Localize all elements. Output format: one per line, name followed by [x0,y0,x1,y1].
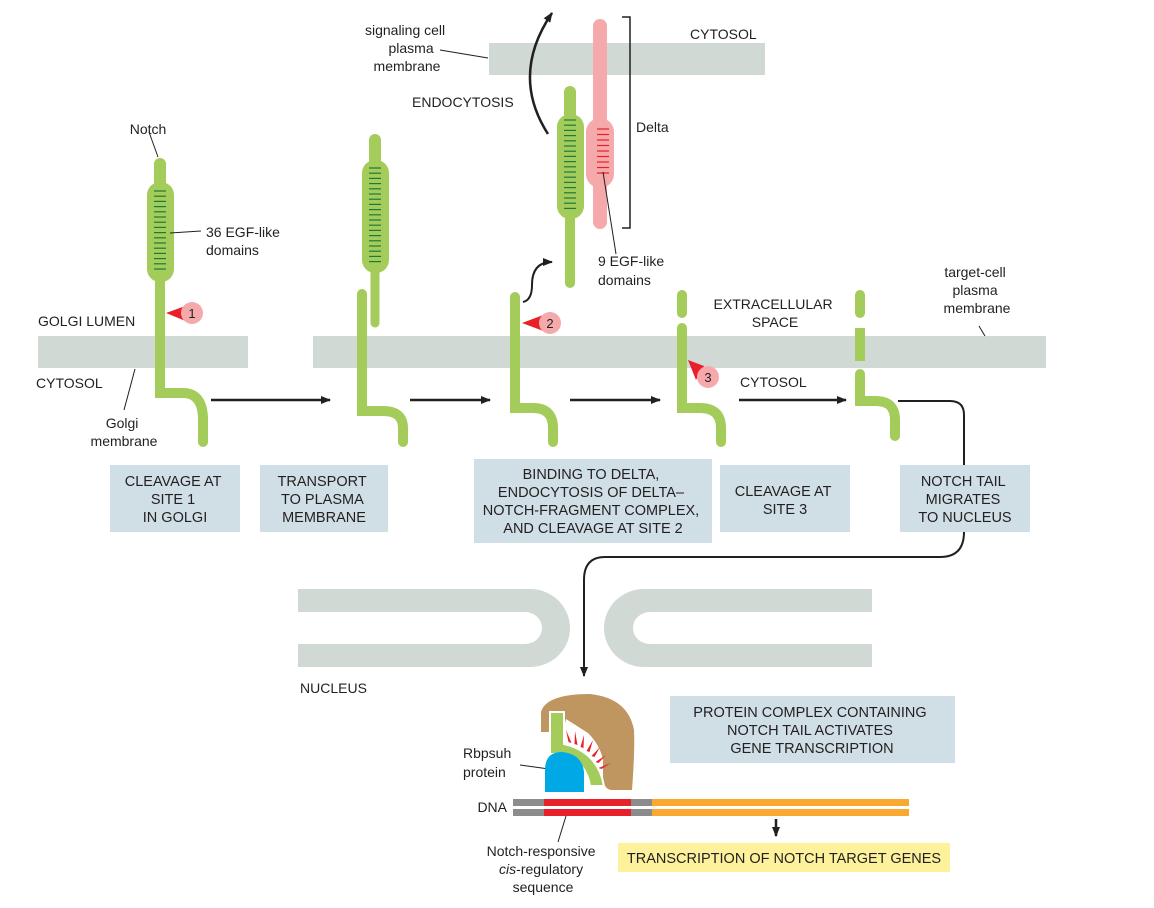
egf-domain-stripes [564,119,576,209]
cleavage-site-2-marker: 2 [522,312,561,334]
cleavage-site-3-number: 3 [704,370,711,385]
nuclear-envelope-left [298,589,570,667]
label-cytosol-top: CYTOSOL [690,26,757,42]
step5-text: NOTCH TAIL MIGRATES TO NUCLEUS [918,474,1011,526]
dna-strand [513,799,909,816]
label-delta: Delta [636,119,669,135]
leader-signaling-membrane [439,49,489,59]
label-rbpsuh: Rbpsuh protein [463,745,515,780]
label-notch: Notch [130,121,167,137]
leader-notch [148,131,159,158]
notch-fragment-site3 [677,290,726,447]
cleavage-site-3-marker: 3 [688,360,719,388]
arrow-release-fragment [522,258,553,303]
activation-spike [586,740,593,752]
leader-target-membrane [978,325,986,337]
cleavage-site-1-number: 1 [188,306,195,321]
activation-spike [574,731,578,745]
step2-box [260,465,388,532]
notch-tail-released [855,290,900,441]
delta-protein [586,19,614,229]
step5-box [900,465,1030,532]
label-endocytosis: ENDOCYTOSIS [412,94,514,110]
cleavage-site-1-marker: 1 [166,302,203,324]
delta-bracket [622,16,631,229]
leader-egf36 [169,230,202,234]
step2-text: TRANSPORT TO PLASMA MEMBRANE [278,474,371,526]
label-cis-regulatory: Notch-responsive cis-regulatory sequence [487,843,600,895]
label-cytosol-right: CYTOSOL [740,374,807,390]
transcription-box-text: TRANSCRIPTION OF NOTCH TARGET GENES [627,851,941,867]
step4-box [720,465,850,532]
golgi-membrane [38,336,248,368]
label-golgi-membrane: Golgi membrane [91,415,158,449]
activation-spike [580,735,584,748]
step3-text: BINDING TO DELTA, ENDOCYTOSIS OF DELTA– … [483,467,703,537]
label-cytosol-left: CYTOSOL [36,375,103,391]
activation-spike [598,763,611,769]
notch-membrane-fragment-site2 [510,292,558,447]
label-dna: DNA [477,799,507,815]
label-egf36: 36 EGF-like domains [206,224,284,258]
arrow-tail-to-nucleus [580,400,965,677]
arrow-endocytosis [528,12,554,135]
label-target-membrane: target-cell plasma membrane [944,264,1011,316]
leader-egf9 [602,171,617,255]
egf-domain-stripes [369,167,381,263]
egf-domain-stripes [154,190,166,270]
label-nucleus: NUCLEUS [300,680,367,696]
label-extracellular-space: EXTRACELLULAR SPACE [714,296,837,330]
leader-cis-reg [557,815,567,843]
rbpsuh-protein [545,752,584,792]
step1-box [110,465,240,532]
step3-box [474,459,712,543]
cleavage-site-2-number: 2 [546,316,553,331]
label-signaling-membrane: signaling cell plasma membrane [365,22,449,74]
activation-spike [595,755,606,763]
label-egf9: 9 EGF-like domains [598,253,668,288]
complex-box-text: PROTEIN COMPLEX CONTAINING NOTCH TAIL AC… [693,705,930,757]
transcription-box [618,843,950,872]
leader-golgi-membrane [123,368,136,411]
label-golgi-lumen: GOLGI LUMEN [38,313,135,329]
notch-fragment-bound-to-delta [557,86,584,288]
step1-text: CLEAVAGE AT SITE 1 IN GOLGI [125,474,225,526]
activation-spike [566,730,572,743]
nuclear-envelope-right [604,589,872,667]
activation-spike [591,747,600,757]
notch-molecule-golgi [147,158,208,447]
notch-molecule-transported [357,134,408,447]
leader-rbpsuh [519,764,550,770]
activation-spikes [566,730,611,769]
complex-box [670,696,955,763]
step4-text: CLEAVAGE AT SITE 3 [735,484,835,518]
